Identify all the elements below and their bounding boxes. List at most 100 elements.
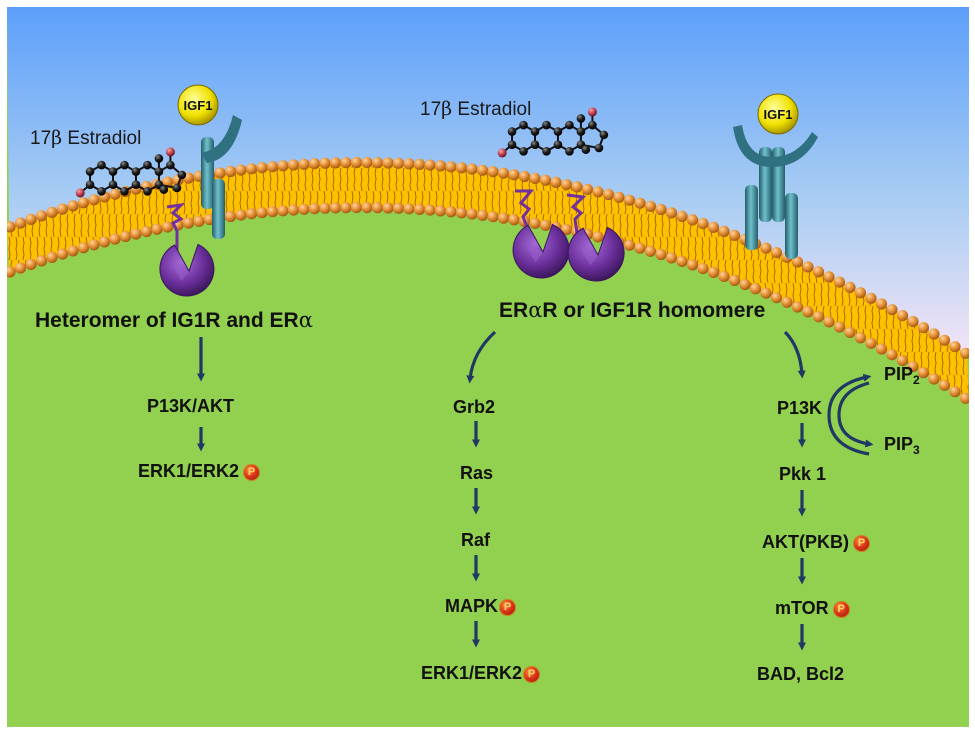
lipid-head — [539, 174, 552, 186]
lipid-head — [634, 197, 646, 209]
lipid-head — [959, 392, 969, 404]
lipid-head — [896, 355, 909, 367]
lipid-head — [77, 197, 90, 209]
lipid-head — [277, 160, 289, 172]
lipid-head — [476, 164, 489, 176]
estradiol-label-left: 17β Estradiol — [30, 128, 142, 149]
lipid-head — [109, 188, 121, 200]
carbon-atom — [507, 140, 517, 150]
lipid-head — [508, 214, 520, 226]
homomere-rest: R or IGF1R homomere — [542, 299, 766, 322]
lipid-head — [35, 255, 48, 267]
lipid-head — [266, 206, 279, 218]
carbon-atom — [108, 180, 118, 190]
lipid-head — [476, 209, 489, 221]
node-bad-bcl2: BAD, Bcl2 — [757, 665, 844, 683]
carbon-atom — [120, 160, 129, 170]
lipid-head — [697, 218, 709, 230]
lipid-head — [865, 292, 877, 304]
lipid-head — [938, 334, 951, 346]
lipid-head — [497, 167, 510, 179]
node-raf: Raf — [461, 531, 490, 549]
lipid-head — [875, 298, 888, 310]
estradiol-name: Estradiol — [62, 128, 142, 149]
oxygen-atom — [165, 147, 175, 157]
carbon-atom — [154, 154, 164, 163]
lipid-head — [539, 219, 552, 231]
er-tether-left — [166, 202, 186, 251]
homomere-prefix: ER — [499, 299, 529, 322]
lipid-head — [844, 281, 856, 293]
lipid-head — [7, 221, 16, 233]
lipid-head — [697, 263, 709, 275]
lipid-head — [445, 206, 457, 218]
lipid-head — [959, 347, 969, 359]
lipid-head — [760, 242, 772, 254]
lipid-head — [854, 332, 867, 344]
carbon-atom — [166, 160, 175, 170]
lipid-head — [371, 202, 384, 214]
heteromer-title-text: Heteromer of IG1R and ER — [35, 309, 299, 332]
lipid-head — [88, 194, 100, 206]
er-tether-center-2 — [566, 193, 587, 234]
lipid-head — [529, 172, 541, 184]
lipid-head — [350, 157, 363, 169]
lipid-head — [739, 278, 751, 291]
node-label: P13K — [777, 398, 823, 418]
lipid-head — [46, 206, 58, 218]
carbon-atom — [588, 120, 597, 130]
lipid-head — [434, 205, 447, 217]
carbon-atom — [576, 127, 586, 136]
node-label: MAPK — [445, 596, 498, 616]
lipid-head — [109, 233, 121, 245]
arrow-pip2-to-pip3 — [837, 381, 874, 448]
lipid-head — [634, 242, 646, 254]
lipid-head — [844, 326, 856, 338]
oxygen-atom — [587, 107, 597, 117]
carbon-atom — [177, 170, 187, 180]
lipid-head — [266, 161, 279, 173]
lipid-head — [655, 203, 667, 216]
carbon-atom — [143, 160, 152, 170]
lipid-head — [235, 164, 247, 176]
lipid-head — [907, 361, 919, 373]
lipid-head — [655, 248, 667, 261]
cell-scene: IGF1 IGF1 — [7, 7, 969, 727]
lipid-head — [823, 316, 835, 328]
lipid-head — [119, 230, 132, 243]
lipid-head — [25, 213, 37, 225]
lipid-head — [25, 258, 37, 270]
lipid-head — [791, 256, 804, 268]
lipid-head — [623, 194, 636, 206]
lipid-head — [949, 386, 961, 398]
carbon-atom — [172, 183, 182, 193]
extracellular-space — [7, 7, 969, 356]
carbon-atom — [519, 146, 528, 156]
lipid-head — [686, 259, 699, 271]
lipid-head — [403, 203, 415, 215]
lipid-head — [340, 202, 352, 214]
lipid-head — [140, 226, 153, 238]
lipid-head — [256, 162, 268, 174]
node-label: Pkk 1 — [779, 464, 827, 484]
phosphorylation-badge: P — [499, 599, 516, 616]
lipid-head — [224, 210, 237, 223]
carbon-atom — [581, 145, 591, 154]
lipid-head — [371, 157, 384, 169]
homomere-title: ERαR or IGF1R homomere — [499, 299, 766, 322]
lipid-head — [466, 208, 478, 220]
lipid-head — [644, 200, 657, 212]
phosphorylation-badge: P — [832, 601, 850, 618]
lipid-head — [760, 287, 772, 299]
lipid-head — [592, 231, 604, 243]
lipid-head — [308, 158, 321, 170]
lipid-head — [392, 157, 405, 169]
node-label: mTOR — [775, 598, 829, 618]
node-label: Ras — [460, 463, 494, 483]
carbon-atom — [154, 167, 164, 176]
pip2-label: PIP2 — [884, 365, 920, 386]
lipid-head — [728, 229, 741, 241]
carbon-atom — [131, 180, 141, 190]
